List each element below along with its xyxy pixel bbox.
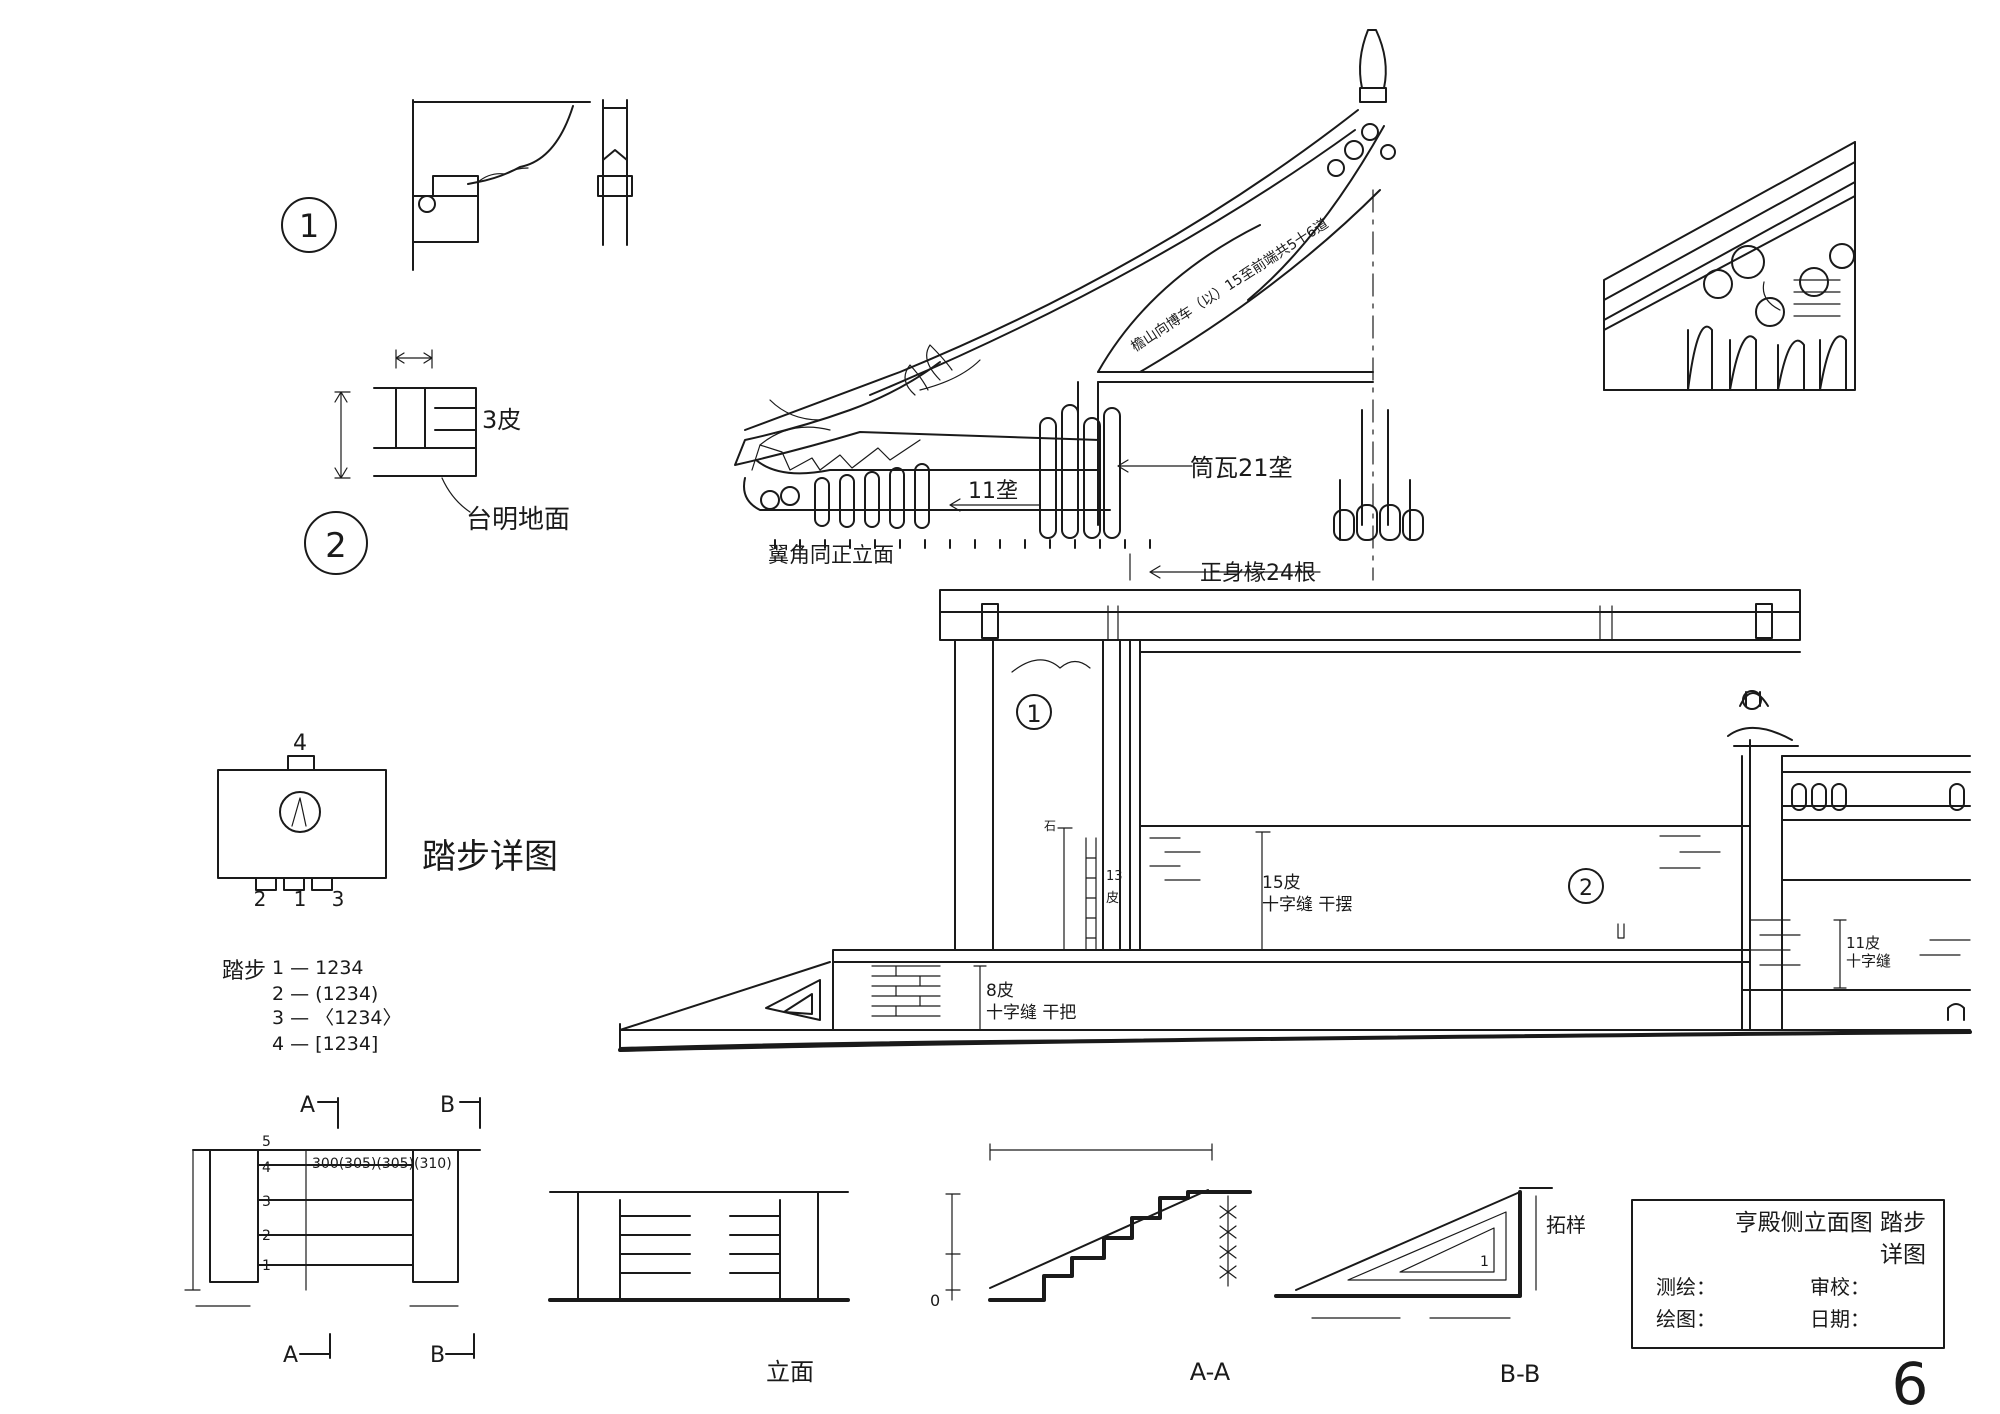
check-label: 审校：	[1810, 1275, 1870, 1299]
tube-tiles-label: 筒瓦21垄	[1190, 454, 1293, 482]
steps-line-4: 4 — [1234]	[272, 1033, 378, 1055]
title-line-1: 亨殿侧立面图 踏步	[1735, 1210, 1926, 1236]
wall15-b: 十字缝 干摆	[1262, 895, 1352, 915]
detail-2-course-label: 3皮	[482, 406, 521, 434]
elevation-callout-1: 1	[1026, 700, 1041, 728]
detail-2-ground-label: 台明地面	[466, 505, 570, 535]
corner-note: 翼角同正立面	[768, 543, 894, 567]
stair-plan-dims: 300(305)(305)(310)	[312, 1156, 452, 1172]
corner-tiles-label: 11垄	[968, 479, 1018, 504]
stair-plan-step-4: 4	[262, 1160, 271, 1176]
date-label: 日期：	[1810, 1307, 1870, 1331]
wall13-a: 13	[1106, 869, 1123, 884]
wall15-a: 15皮	[1262, 873, 1301, 893]
bb-note: 拓样	[1546, 1213, 1586, 1237]
columns: 1 石 13 皮	[954, 639, 1141, 951]
roof: 檐山向博车（以）15至前端共5十6道 筒瓦21垄	[734, 29, 1424, 586]
base8-a: 8皮	[986, 981, 1014, 1001]
steps-line-1: 1 — 1234	[272, 957, 364, 979]
stair-plan-step-3: 3	[262, 1194, 271, 1210]
steps-line-2: 2 — (1234)	[272, 983, 378, 1005]
plan-bottom-number-3: 3	[332, 887, 345, 911]
base8-b: 十字缝 干把	[986, 1003, 1076, 1023]
rafters-label: 正身椽24根	[1200, 561, 1316, 586]
stone-label: 石	[1044, 819, 1056, 833]
stair-plan-step-5: 5	[262, 1134, 271, 1150]
steps-header: 踏步	[222, 959, 266, 984]
plan-bottom-number-1: 1	[294, 887, 307, 911]
steps-plan: 4 2 1 3 踏步详图 踏步 1 — 1234 2 — (1234) 3 — …	[217, 731, 558, 1055]
section-b-top: B	[440, 1093, 455, 1118]
detail-2-marker: 2	[325, 526, 347, 566]
detail-2: 3皮 台明地面 2	[304, 349, 570, 575]
section-bb: 1 拓样 B-B	[1274, 1187, 1586, 1388]
main-elevation: 檐山向博车（以）15至前端共5十6道 筒瓦21垄	[618, 29, 1972, 1052]
tube-tile-group	[1039, 404, 1121, 539]
title-block: 亨殿侧立面图 踏步 详图 测绘： 审校： 绘图： 日期：	[1631, 1199, 1945, 1349]
right-pavilion: 11皮 十字缝	[1727, 690, 1971, 1031]
section-b-bottom: B	[430, 1343, 445, 1368]
platform: 8皮 十字缝 干把	[618, 949, 1972, 1052]
section-a-bottom: A	[283, 1343, 298, 1368]
plan-title: 踏步详图	[422, 837, 558, 877]
corner-tile-group	[814, 463, 930, 529]
right-11-a: 11皮	[1846, 934, 1880, 952]
aa-label: A-A	[1190, 1358, 1231, 1386]
section-aa: 0 A-A	[930, 1143, 1252, 1386]
bb-label: B-B	[1500, 1360, 1541, 1388]
detail-1: 1	[281, 99, 633, 271]
section-a-top: A	[300, 1093, 315, 1118]
main-wall: 15皮 十字缝 干摆 2	[1139, 739, 1751, 1031]
title-line-2: 详图	[1880, 1242, 1926, 1268]
stair-plan: A B 5 4 3 2 1 300(305)(305)(310) A B	[184, 1093, 481, 1368]
draw-label: 绘图：	[1656, 1307, 1716, 1331]
eave-detail	[1603, 141, 1856, 391]
survey-label: 测绘：	[1656, 1275, 1716, 1299]
plan-top-number: 4	[293, 731, 307, 756]
bb-one: 1	[1480, 1254, 1489, 1270]
steps-elevation: 立面	[548, 1191, 850, 1386]
right-11-b: 十字缝	[1846, 952, 1891, 970]
aa-zero: 0	[930, 1291, 940, 1310]
right-tile-row	[1791, 783, 1965, 811]
beam-band	[939, 589, 1801, 653]
elevation-callout-2: 2	[1579, 876, 1593, 901]
steps-line-3: 3 — 〈1234〉	[272, 1007, 402, 1029]
detail-1-marker: 1	[299, 207, 319, 245]
wall13-b: 皮	[1106, 891, 1119, 906]
stair-plan-step-2: 2	[262, 1228, 271, 1244]
elevation-label: 立面	[766, 1358, 814, 1386]
stair-plan-step-1: 1	[262, 1258, 271, 1274]
ridge-note: 檐山向博车（以）15至前端共5十6道	[1128, 215, 1332, 355]
plan-bottom-number-2: 2	[254, 887, 267, 911]
sheet-number: 6	[1892, 1350, 1929, 1414]
